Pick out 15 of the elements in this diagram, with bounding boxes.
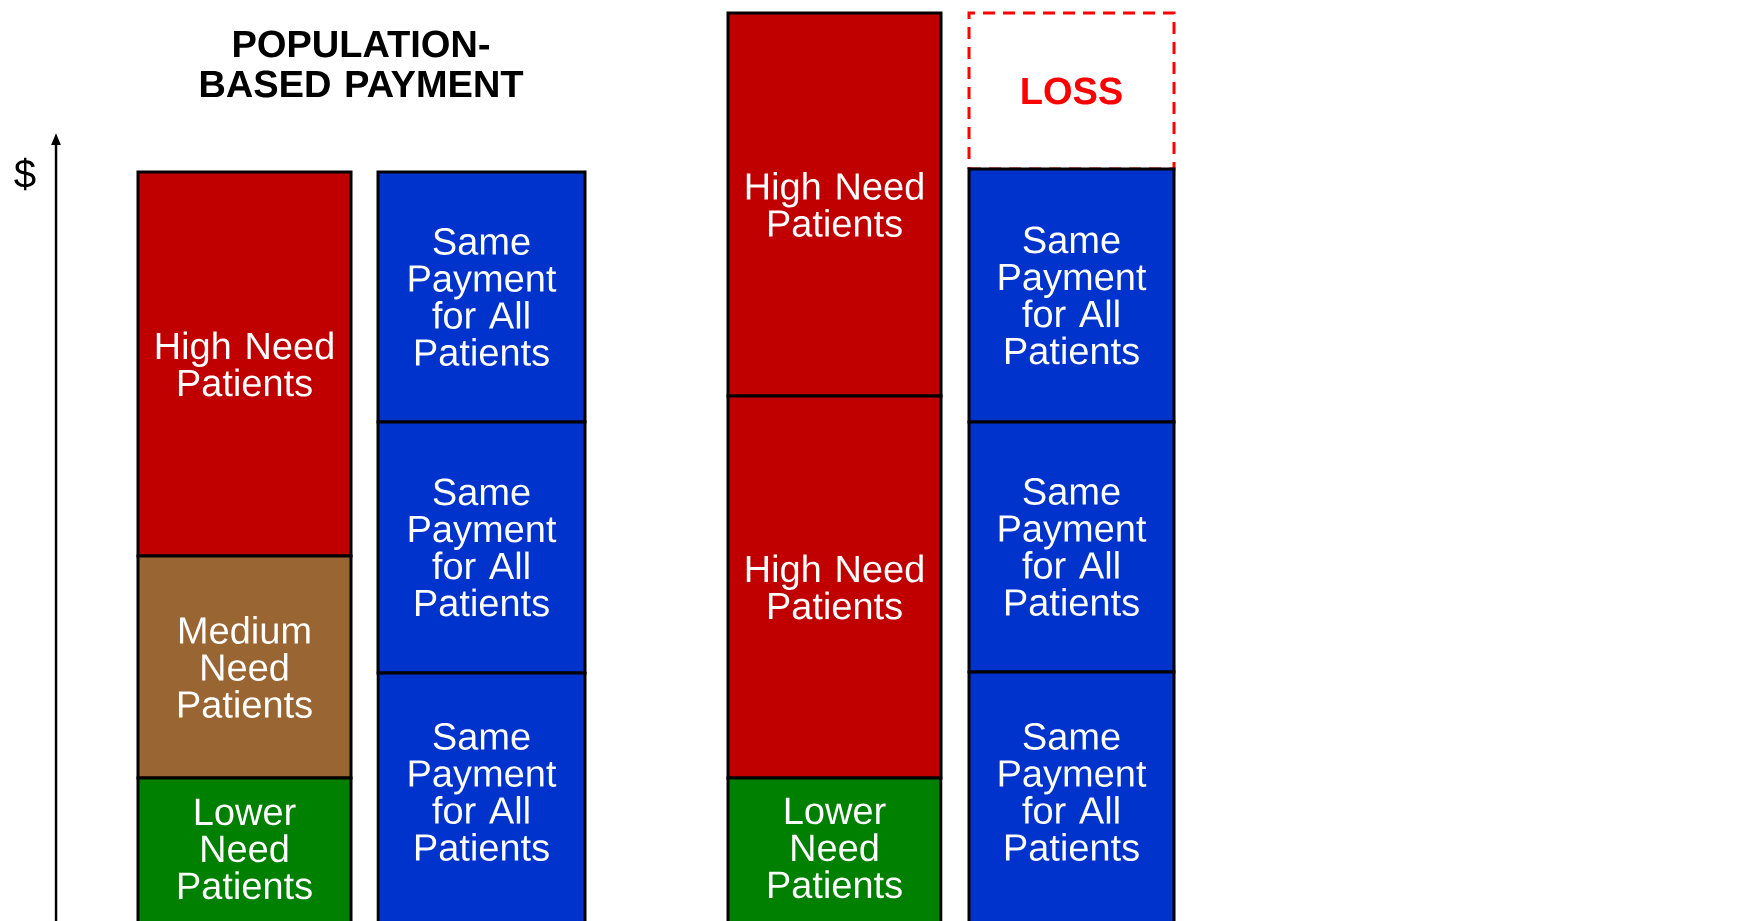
payment-box: Same Payment for All Patients (967, 670, 1176, 921)
payment-box: Same Payment for All Patients (376, 170, 587, 424)
payment-box: Same Payment for All Patients (967, 167, 1176, 424)
segment-box: Lower Need Patients (726, 776, 943, 921)
payment-box: Same Payment for All Patients (376, 420, 587, 675)
segment-box: Medium Need Patients (136, 554, 353, 780)
payment-box: Same Payment for All Patients (967, 420, 1176, 674)
segment-box: High Need Patients (726, 11, 943, 398)
payment-box: Same Payment for All Patients (376, 671, 587, 921)
loss-box: LOSS (967, 11, 1176, 171)
segment-box: High Need Patients (726, 394, 943, 780)
segment-box: Lower Need Patients (136, 776, 353, 921)
axis-label: $ (14, 157, 36, 191)
segment-box: High Need Patients (136, 170, 353, 558)
title: POPULATION-BASED PAYMENT (200, 30, 524, 98)
